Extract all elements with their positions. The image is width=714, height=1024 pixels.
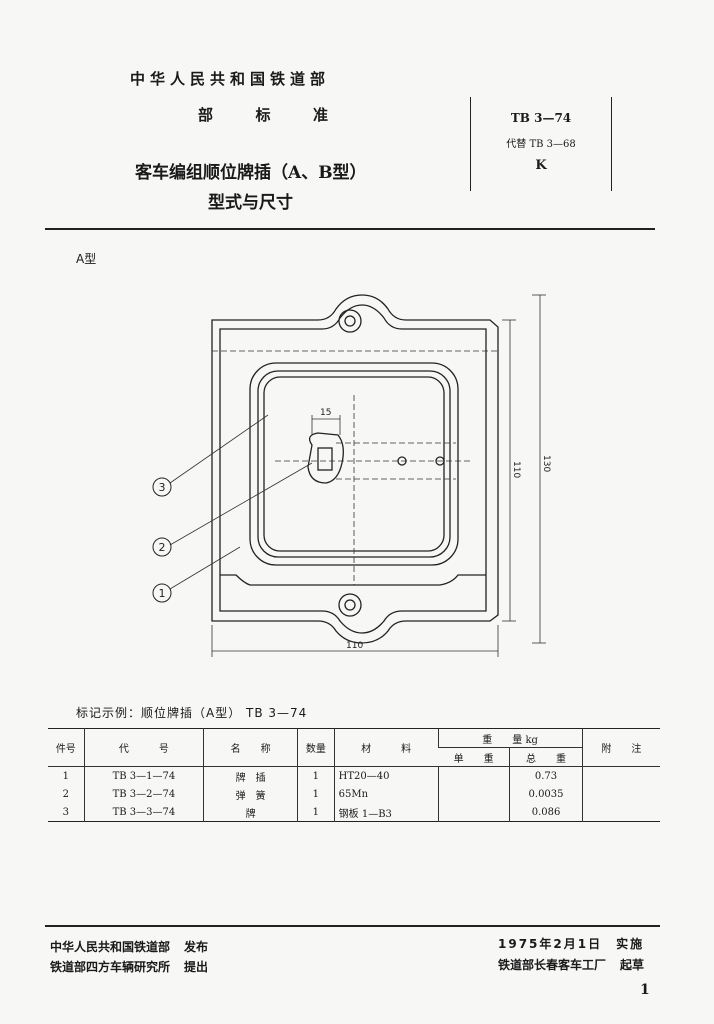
dim-15-label: 15 [320,408,331,418]
cell-qty: 1 [297,785,335,803]
cell-name: 弹 簧 [203,785,298,803]
cell-total: 0.73 [509,766,583,785]
proposed-label: 提出 [184,960,209,974]
footer-drafter-line: 铁道部长春客车工厂起草 [498,956,644,973]
standard-char: 标 [255,106,271,124]
standard-code-box: TB 3—74 代替 TB 3—68 K [470,97,612,191]
document-subtitle: 型式与尺寸 [208,193,293,213]
proposer: 铁道部四方车辆研究所 [50,960,171,974]
effective-label: 实施 [616,937,645,951]
document-title: 客车编组顺位牌插（A、B型） [135,163,367,183]
table-row: 1 TB 3—1—74 牌 插 1 HT20—40 0.73 [48,766,660,785]
outer-plate-outline [211,294,499,644]
cell-qty: 1 [297,803,335,822]
type-label: A型 [76,252,97,266]
standard-char: 部 [198,106,214,124]
header-name: 名 称 [203,728,298,767]
callout-2: 2 [159,541,166,554]
footer-proposer-line: 铁道部四方车辆研究所提出 [50,958,208,975]
cell-code: TB 3—2—74 [83,785,204,803]
pin-circle [435,456,445,466]
cell-total: 0.0035 [509,785,583,803]
cell-name: 牌 插 [203,766,298,785]
cell-name: 牌 [203,803,298,822]
slot-shape [307,432,344,484]
cell-unit [437,785,510,803]
header-qty: 数量 [297,728,335,767]
dim-110-height-label: 110 [511,461,521,478]
callout-circle-3 [152,477,172,497]
window-frame-outer [249,362,459,566]
effective-date: 1975年2月1日 [498,937,603,951]
top-hole-inner [344,315,356,327]
callout-3: 3 [159,481,166,494]
callout-1: 1 [159,587,166,600]
cell-unit [437,803,510,822]
cell-material: 钢板 1—B3 [333,803,439,822]
header-material: 材 料 [333,728,439,767]
header-weight: 重 量 kg [437,728,583,748]
parts-table: 件号 代 号 名 称 数量 材 料 重 量 kg 附 注 单 重 总 重 1 T… [48,728,660,822]
header-remarks: 附 注 [581,728,660,767]
ministry-title: 中华人民共和国铁道部 [130,70,331,88]
slot-inner [317,447,333,471]
header-unit-weight: 单 重 [438,747,510,767]
header-divider [45,228,655,230]
footer-effective-line: 1975年2月1日实施 [498,935,644,952]
cell-no: 2 [62,788,69,800]
category-code: K [535,158,547,173]
drafter: 铁道部长春客车工厂 [498,958,607,972]
footer-issuer-line: 中华人民共和国铁道部发布 [50,938,208,955]
cell-remark [581,766,660,785]
cell-remark [581,785,660,803]
inner-plate-outline [219,304,487,634]
table-row: 2 TB 3—2—74 弹 簧 1 65Mn 0.0035 [48,785,660,803]
bottom-hole-outer [338,593,362,617]
drafted-label: 起草 [620,958,645,972]
issued-label: 发布 [184,940,209,954]
cell-no: 3 [62,806,69,818]
standard-type: 部 标 准 [198,104,328,125]
marking-example: 标记示例：顺位牌插（A型） TB 3—74 [76,706,308,720]
table-row: 3 TB 3—3—74 牌 1 钢板 1—B3 0.086 [48,803,660,822]
cell-remark [581,803,660,822]
page-number: 1 [640,982,650,998]
callout-circle-1 [152,583,172,603]
dim-130-label: 130 [541,455,551,472]
cell-unit [437,766,510,785]
standard-char: 准 [312,106,328,124]
table-subheader-row: 单 重 总 重 [48,747,660,767]
cell-total: 0.086 [509,803,583,822]
bottom-channel [220,574,486,586]
header-total-weight: 总 重 [509,747,583,767]
cell-qty: 1 [297,766,335,785]
replaces-code: 代替 TB 3—68 [506,139,576,150]
footer-divider [45,925,660,927]
table-header-row: 件号 代 号 名 称 数量 材 料 重 量 kg 附 注 [48,728,660,767]
cell-code: TB 3—3—74 [83,803,204,822]
cell-material: 65Mn [333,785,439,803]
issuer: 中华人民共和国铁道部 [50,940,171,954]
callout-circle-2 [152,537,172,557]
header-part-no: 件号 [48,728,85,767]
cell-no: 1 [62,770,69,782]
cell-material: HT20—40 [333,766,439,785]
bottom-hole-inner [344,599,356,611]
dim-110-width-label: 110 [346,641,363,651]
top-hole-outer [338,309,362,333]
technical-drawing: 15 110 130 110 3 2 1 [152,294,551,657]
cell-code: TB 3—1—74 [83,766,204,785]
header-code: 代 号 [83,728,204,767]
standard-code: TB 3—74 [510,111,572,125]
